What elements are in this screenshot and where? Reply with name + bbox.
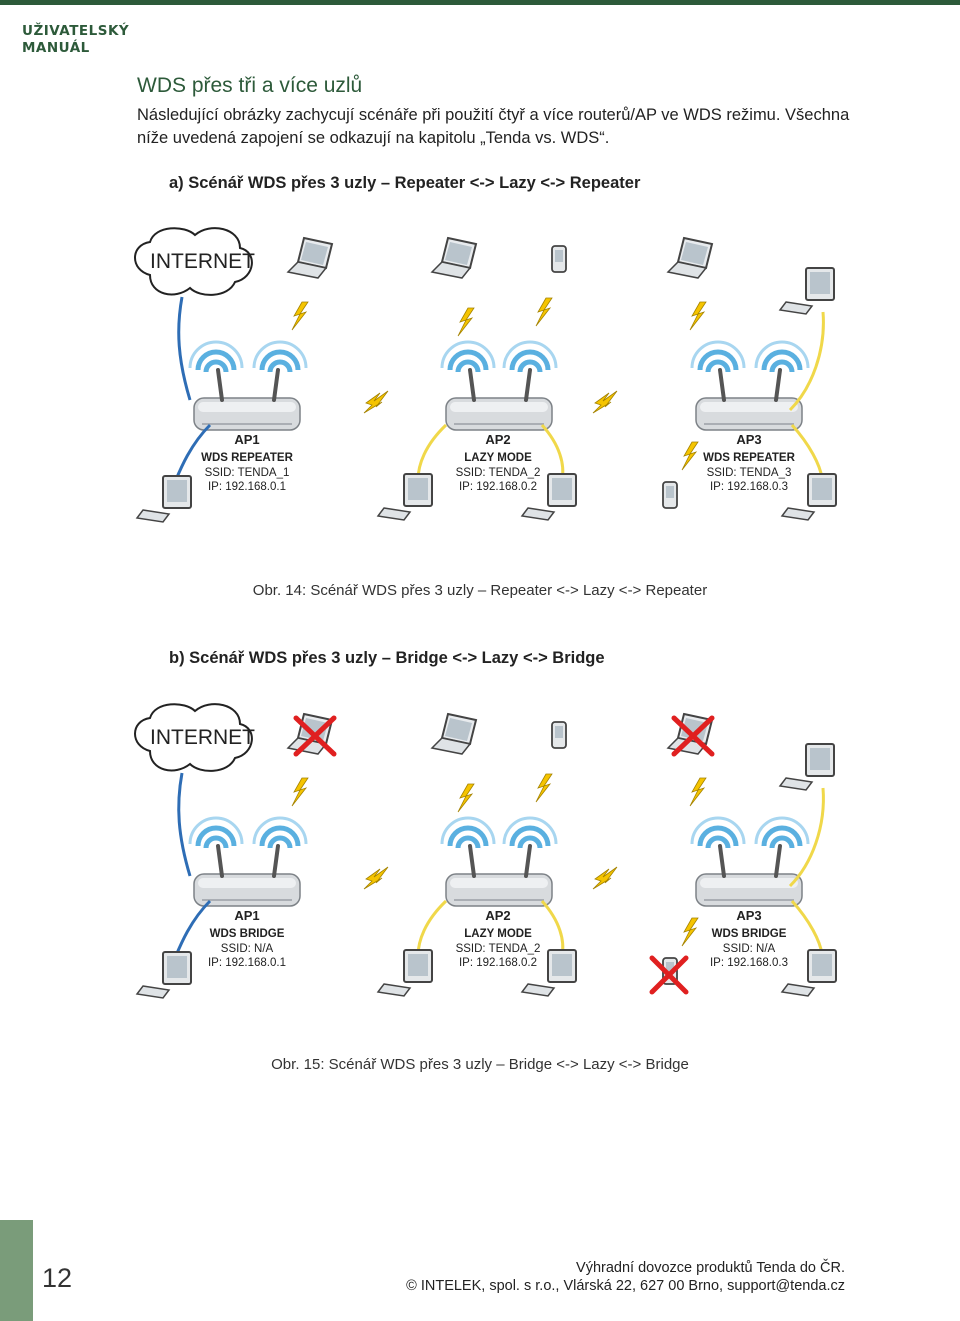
wireless-link-icon bbox=[458, 784, 474, 812]
wireless-link-icon bbox=[292, 778, 308, 806]
internet-cloud-icon: INTERNET bbox=[135, 704, 255, 771]
wifi-ap1-right-icon bbox=[254, 342, 306, 372]
pc-icon bbox=[780, 744, 834, 790]
manual-label: UŽIVATELSKÝ MANUÁL bbox=[22, 23, 129, 57]
wireless-link-icon bbox=[292, 302, 308, 330]
phone-icon bbox=[552, 246, 566, 272]
router-ap3-icon bbox=[696, 846, 802, 906]
wifi-ap3-right-icon bbox=[756, 818, 808, 848]
scenario-a-heading: a) Scénář WDS přes 3 uzly – Repeater <->… bbox=[169, 174, 640, 193]
pc-icon bbox=[137, 952, 191, 998]
pc-icon bbox=[782, 950, 836, 996]
ap3-name: AP3 bbox=[736, 432, 761, 447]
ap1-ssid: SSID: N/A bbox=[221, 943, 274, 955]
footer-line1: Výhradní dovozce produktů Tenda do ČR. bbox=[406, 1259, 845, 1277]
ap1-ip: IP: 192.168.0.1 bbox=[208, 957, 286, 969]
footer-text: Výhradní dovozce produktů Tenda do ČR. ©… bbox=[406, 1259, 845, 1295]
wifi-ap3-right-icon bbox=[756, 342, 808, 372]
ap3-name: AP3 bbox=[736, 908, 761, 923]
footer-line2: © INTELEK, spol. s r.o., Vlárská 22, 627… bbox=[406, 1277, 845, 1295]
ap1-mode: WDS BRIDGE bbox=[210, 928, 285, 940]
router-ap3-icon bbox=[696, 370, 802, 430]
ap3-ip: IP: 192.168.0.3 bbox=[710, 481, 788, 493]
ap3-mode: WDS REPEATER bbox=[703, 452, 795, 464]
ap3-mode: WDS BRIDGE bbox=[712, 928, 787, 940]
router-ap1-icon bbox=[194, 370, 300, 430]
figure-14-caption: Obr. 14: Scénář WDS přes 3 uzly – Repeat… bbox=[0, 582, 960, 599]
wifi-ap2-right-icon bbox=[504, 342, 556, 372]
internet-label: INTERNET bbox=[150, 250, 255, 273]
phone-icon bbox=[663, 482, 677, 508]
footer-accent-bar bbox=[0, 1220, 33, 1321]
router-ap1-icon bbox=[194, 846, 300, 906]
figure-15-caption: Obr. 15: Scénář WDS přes 3 uzly – Bridge… bbox=[0, 1056, 960, 1073]
ap2-ip: IP: 192.168.0.2 bbox=[459, 481, 537, 493]
wifi-ap2-left-icon bbox=[442, 342, 494, 372]
pc-icon bbox=[378, 474, 432, 520]
wireless-link-icon bbox=[690, 302, 706, 330]
ap2-ssid: SSID: TENDA_2 bbox=[456, 943, 541, 955]
section-title: WDS přes tři a více uzlů bbox=[137, 74, 362, 98]
scenario-b-heading: b) Scénář WDS přes 3 uzly – Bridge <-> L… bbox=[169, 649, 605, 668]
ap2-name: AP2 bbox=[485, 908, 510, 923]
ap2-mode: LAZY MODE bbox=[464, 928, 532, 940]
internet-cloud-icon: INTERNET bbox=[135, 228, 255, 295]
wireless-link-icon bbox=[682, 442, 698, 470]
ap2-mode: LAZY MODE bbox=[464, 452, 532, 464]
wifi-ap3-left-icon bbox=[692, 342, 744, 372]
ap2-ip: IP: 192.168.0.2 bbox=[459, 957, 537, 969]
wireless-link-icon bbox=[458, 308, 474, 336]
wds-link-ap2-ap3-icon bbox=[593, 867, 617, 889]
internet-label: INTERNET bbox=[150, 726, 255, 749]
pc-icon bbox=[137, 476, 191, 522]
router-ap2-icon bbox=[446, 370, 552, 430]
ap1-name: AP1 bbox=[234, 908, 259, 923]
laptop-icon bbox=[432, 714, 476, 754]
pc-icon bbox=[780, 268, 834, 314]
laptop-icon bbox=[668, 238, 712, 278]
wds-link-ap1-ap2-icon bbox=[364, 867, 388, 889]
ap2-name: AP2 bbox=[485, 432, 510, 447]
ap3-ip: IP: 192.168.0.3 bbox=[710, 957, 788, 969]
ap3-ssid: SSID: N/A bbox=[723, 943, 776, 955]
ap1-ip: IP: 192.168.0.1 bbox=[208, 481, 286, 493]
wireless-link-icon bbox=[682, 918, 698, 946]
manual-label-line2: MANUÁL bbox=[22, 40, 129, 57]
wireless-link-icon bbox=[536, 774, 552, 802]
pc-icon bbox=[782, 474, 836, 520]
wifi-ap2-left-icon bbox=[442, 818, 494, 848]
wifi-ap1-left-icon bbox=[190, 342, 242, 372]
wired-link-internet bbox=[179, 297, 190, 400]
wifi-ap1-right-icon bbox=[254, 818, 306, 848]
wifi-ap3-left-icon bbox=[692, 818, 744, 848]
ap2-ssid: SSID: TENDA_2 bbox=[456, 467, 541, 479]
pc-icon bbox=[378, 950, 432, 996]
wireless-link-icon bbox=[690, 778, 706, 806]
top-accent-bar bbox=[0, 0, 960, 5]
wireless-link-icon bbox=[536, 298, 552, 326]
phone-icon bbox=[552, 722, 566, 748]
page-number: 12 bbox=[42, 1263, 72, 1294]
wds-link-ap2-ap3-icon bbox=[593, 391, 617, 413]
wds-link-ap1-ap2-icon bbox=[364, 391, 388, 413]
laptop-icon bbox=[288, 238, 332, 278]
ap3-ssid: SSID: TENDA_3 bbox=[707, 467, 792, 479]
wifi-ap2-right-icon bbox=[504, 818, 556, 848]
scenario-b-diagram: INTERNET AP1 WDS BRIDGE SSID: N/A IP: 19… bbox=[0, 696, 960, 1046]
manual-label-line1: UŽIVATELSKÝ bbox=[22, 23, 129, 40]
wifi-ap1-left-icon bbox=[190, 818, 242, 848]
ap1-mode: WDS REPEATER bbox=[201, 452, 293, 464]
ap1-name: AP1 bbox=[234, 432, 259, 447]
ap1-ssid: SSID: TENDA_1 bbox=[205, 467, 290, 479]
router-ap2-icon bbox=[446, 846, 552, 906]
intro-paragraph: Následující obrázky zachycují scénáře př… bbox=[137, 104, 857, 150]
scenario-a-diagram: INTERNET AP1 WDS REPEATER SSID: TENDA_1 … bbox=[0, 220, 960, 570]
laptop-icon bbox=[432, 238, 476, 278]
